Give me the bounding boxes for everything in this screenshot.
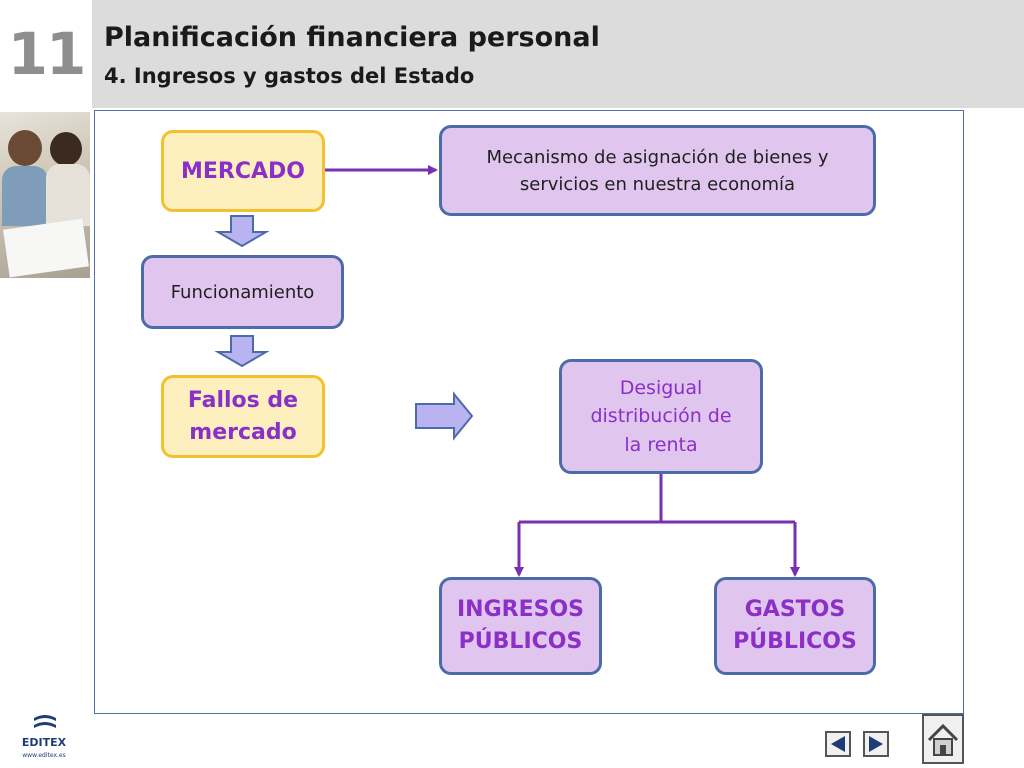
editex-logo: EDITEX www.editex.es bbox=[14, 712, 74, 762]
mercado-definition-box: Mecanismo de asignación de bienes y serv… bbox=[439, 125, 876, 216]
header-bar bbox=[0, 0, 1024, 108]
block-arrow-down-icon bbox=[214, 335, 270, 368]
prev-slide-button[interactable] bbox=[825, 731, 851, 757]
home-icon bbox=[927, 723, 959, 756]
home-button[interactable] bbox=[922, 714, 964, 764]
editex-logo-mark bbox=[34, 715, 56, 728]
couple-reviewing-finances-photo bbox=[0, 112, 90, 278]
block-arrow-down-icon bbox=[214, 215, 270, 248]
triangle-right-icon bbox=[869, 736, 883, 752]
page-title: Planificación financiera personal bbox=[104, 22, 600, 53]
page-subtitle: 4. Ingresos y gastos del Estado bbox=[104, 64, 475, 88]
triangle-left-icon bbox=[831, 736, 845, 752]
fallos-de-mercado-box: Fallos de mercado bbox=[161, 375, 325, 458]
chapter-number: 11 bbox=[0, 0, 92, 108]
block-arrow-right-icon bbox=[415, 391, 474, 441]
funcionamiento-box: Funcionamiento bbox=[141, 255, 344, 329]
next-slide-button[interactable] bbox=[863, 731, 889, 757]
gastos-publicos-box: GASTOS PÚBLICOS bbox=[714, 577, 876, 675]
ingresos-publicos-box: INGRESOS PÚBLICOS bbox=[439, 577, 602, 675]
editex-logo-text: EDITEX bbox=[21, 736, 67, 749]
desigual-distribucion-box: Desigual distribución de la renta bbox=[559, 359, 763, 474]
editex-logo-url: www.editex.es bbox=[22, 752, 66, 759]
mercado-box: MERCADO bbox=[161, 130, 325, 212]
